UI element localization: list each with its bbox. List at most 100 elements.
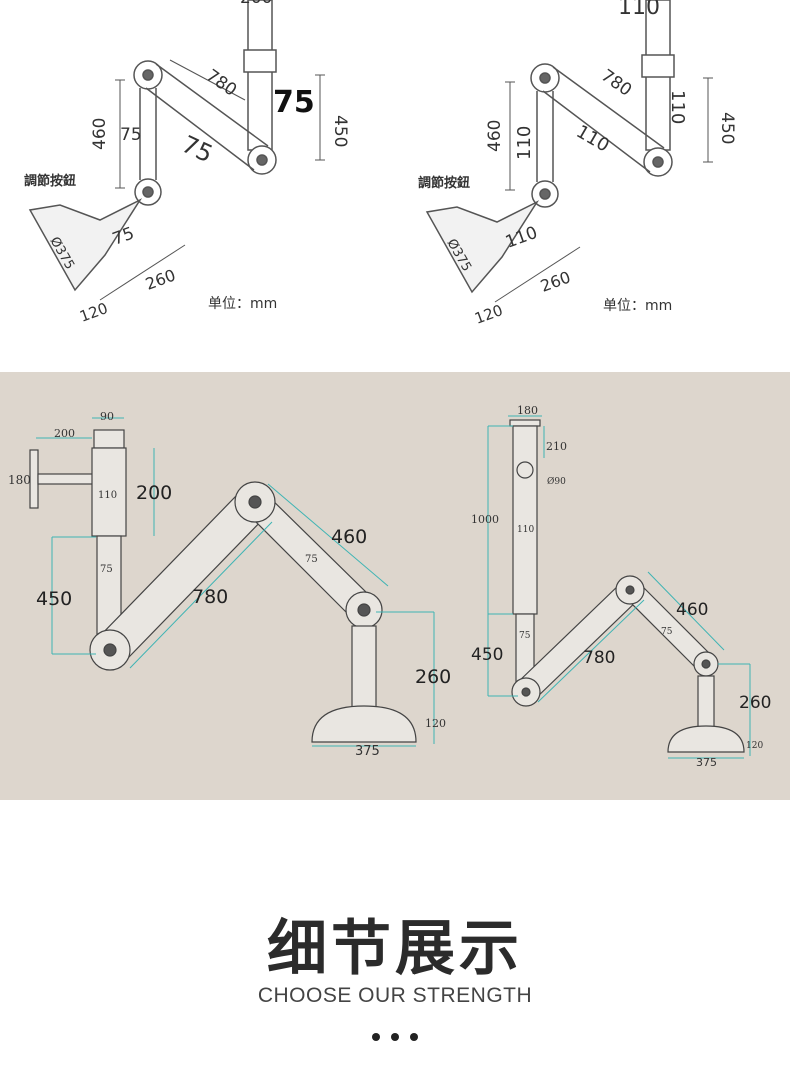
top-right-dim-top: 110: [618, 0, 660, 20]
mid-right-dim-450: 450: [471, 645, 503, 665]
mid-left-wall-plate: [29, 449, 39, 509]
top-right-joint-hood-pin: [539, 188, 551, 200]
mid-right-joint-top-pin: [625, 585, 635, 595]
mid-right-column: [512, 425, 538, 615]
top-left-arm-short: [139, 88, 157, 180]
mid-right-dim-260: 260: [739, 693, 771, 713]
mid-left-dim-75-arm: 75: [305, 554, 318, 565]
top-right-arm-short: [536, 91, 554, 182]
top-left-dim-75-a: 75: [120, 125, 142, 145]
mid-left-column: [91, 447, 127, 537]
mid-left-dim-200-top: 200: [54, 427, 75, 440]
mid-right-dim-90: Ø90: [547, 476, 566, 487]
top-diagram-panel: 200 780 75 450 460 75 75 調節按鈕 75 Ø375 26…: [0, 0, 790, 372]
top-right-dim-260: [494, 246, 581, 303]
section-title: 细节展示: [267, 914, 523, 984]
mid-left-drawing: [29, 429, 417, 743]
top-right-dim-450-label: 450: [717, 112, 737, 144]
top-left-unit-label: 单位：mm: [208, 296, 277, 312]
mid-right-dim-375: 375: [696, 756, 717, 769]
top-right-dim-110-a: 110: [514, 126, 535, 160]
section-subtitle: CHOOSE OUR STRENGTH: [257, 984, 533, 1007]
top-left-dim-260: [99, 244, 186, 301]
mid-left-dim-780: 780: [192, 586, 228, 608]
top-left-dim-460: [115, 79, 125, 189]
top-left-dim-780: [169, 59, 246, 101]
dot-2: [391, 1033, 399, 1041]
top-right-dim-460: [505, 81, 515, 191]
top-left-arm-long: [145, 63, 269, 171]
mid-left-dim-375: 375: [355, 744, 380, 759]
mid-left-dim-75-pipe: 75: [100, 564, 113, 575]
mid-left-dim-460: 460: [331, 526, 367, 548]
mid-left-joint-top-pin: [248, 495, 262, 509]
mid-left-dim-120: 120: [425, 717, 446, 730]
mid-left-cap: [93, 429, 125, 449]
top-left-drawing: [28, 0, 325, 301]
top-left-dim-top: 200: [240, 0, 272, 8]
mid-right-dim-75-pipe: 75: [519, 631, 531, 641]
top-left-dim-780-label: 780: [202, 66, 240, 101]
mid-right-joint-bottom-pin: [521, 687, 531, 697]
mid-right-port: [516, 461, 534, 479]
top-left-pipe: [247, 0, 273, 151]
mid-right-dim-75-arm: 75: [661, 627, 673, 637]
top-right-joint-upper-pin: [539, 72, 551, 84]
mid-diagram-panel: 90 200 180 110 200 75 450 780 460 75 260…: [0, 372, 790, 800]
top-left-dim-75-b: 75: [177, 130, 217, 168]
mid-right-dim-780: 780: [583, 648, 615, 668]
mid-left-joint-bottom-pin: [103, 643, 117, 657]
top-right-dim-450: [703, 77, 713, 163]
top-diagrams-svg: 200 780 75 450 460 75 75 調節按鈕 75 Ø375 26…: [24, 0, 737, 328]
top-right-knob-label: 調節按鈕: [418, 175, 470, 191]
top-left-dim-120-label: 120: [77, 299, 110, 326]
mid-right-dim-110: 110: [517, 525, 534, 535]
dot-3: [410, 1033, 419, 1041]
mid-left-dim-180: 180: [8, 473, 31, 487]
mid-right-drawing: [509, 419, 745, 753]
mid-right-ceiling-plate: [509, 419, 541, 427]
mid-left-wall-bracket: [37, 473, 95, 485]
mid-right-hood: [667, 725, 745, 753]
top-left-pipe-collar: [243, 49, 277, 73]
mid-right-dim-460: 460: [676, 600, 708, 620]
mid-left-hood: [311, 705, 417, 743]
top-left-dim-450: [315, 74, 325, 161]
top-right-hood: [425, 200, 540, 294]
mid-left-dim-450: 450: [36, 588, 72, 610]
top-right-unit-label: 单位：mm: [603, 298, 672, 314]
mid-right-dim-210: 210: [546, 440, 567, 453]
mid-left-hood-stem: [351, 625, 377, 711]
mid-right-dim-1000: 1000: [471, 513, 499, 526]
top-left-joint-hood-pin: [142, 186, 154, 198]
top-left-dim-260-label: 260: [143, 265, 178, 293]
top-left-hood: [28, 198, 143, 292]
mid-right-dim-lines: [487, 415, 751, 759]
top-right-dim-260-label: 260: [538, 267, 573, 295]
top-right-dim-460-label: 460: [485, 120, 505, 152]
top-right-dim-120-label: 120: [472, 301, 505, 328]
mid-right-hood-stem: [697, 675, 715, 729]
mid-left-dim-110: 110: [98, 490, 117, 501]
mid-left-joint-hood-pin: [357, 603, 371, 617]
mid-right-joint-hood-pin: [701, 659, 711, 669]
top-right-dim-110-b: 110: [573, 121, 613, 156]
top-right-dim-110-vertical: 110: [667, 90, 688, 124]
mid-left-dim-200: 200: [136, 482, 172, 504]
top-left-joint-lower-pin: [256, 154, 268, 166]
mid-left-dim-260: 260: [415, 666, 451, 688]
top-right-pipe-collar: [641, 54, 675, 78]
section-header: 细节展示 CHOOSE OUR STRENGTH: [0, 800, 790, 1080]
top-left-dim-460-label: 460: [90, 118, 110, 150]
mid-right-dim-120: 120: [746, 741, 763, 751]
top-right-joint-lower-pin: [652, 156, 664, 168]
top-left-dim-75-bold: 75: [273, 85, 315, 120]
section-dots-decoration: [0, 1026, 790, 1045]
top-right-drawing: [425, 0, 713, 303]
mid-left-dim-lines: [36, 417, 435, 747]
mid-right-dim-180: 180: [517, 404, 538, 417]
mid-left-dim-90: 90: [100, 410, 114, 423]
top-left-knob-label: 調節按鈕: [24, 173, 76, 189]
top-left-joint-upper-pin: [142, 69, 154, 81]
top-left-dim-450-label: 450: [330, 115, 350, 147]
